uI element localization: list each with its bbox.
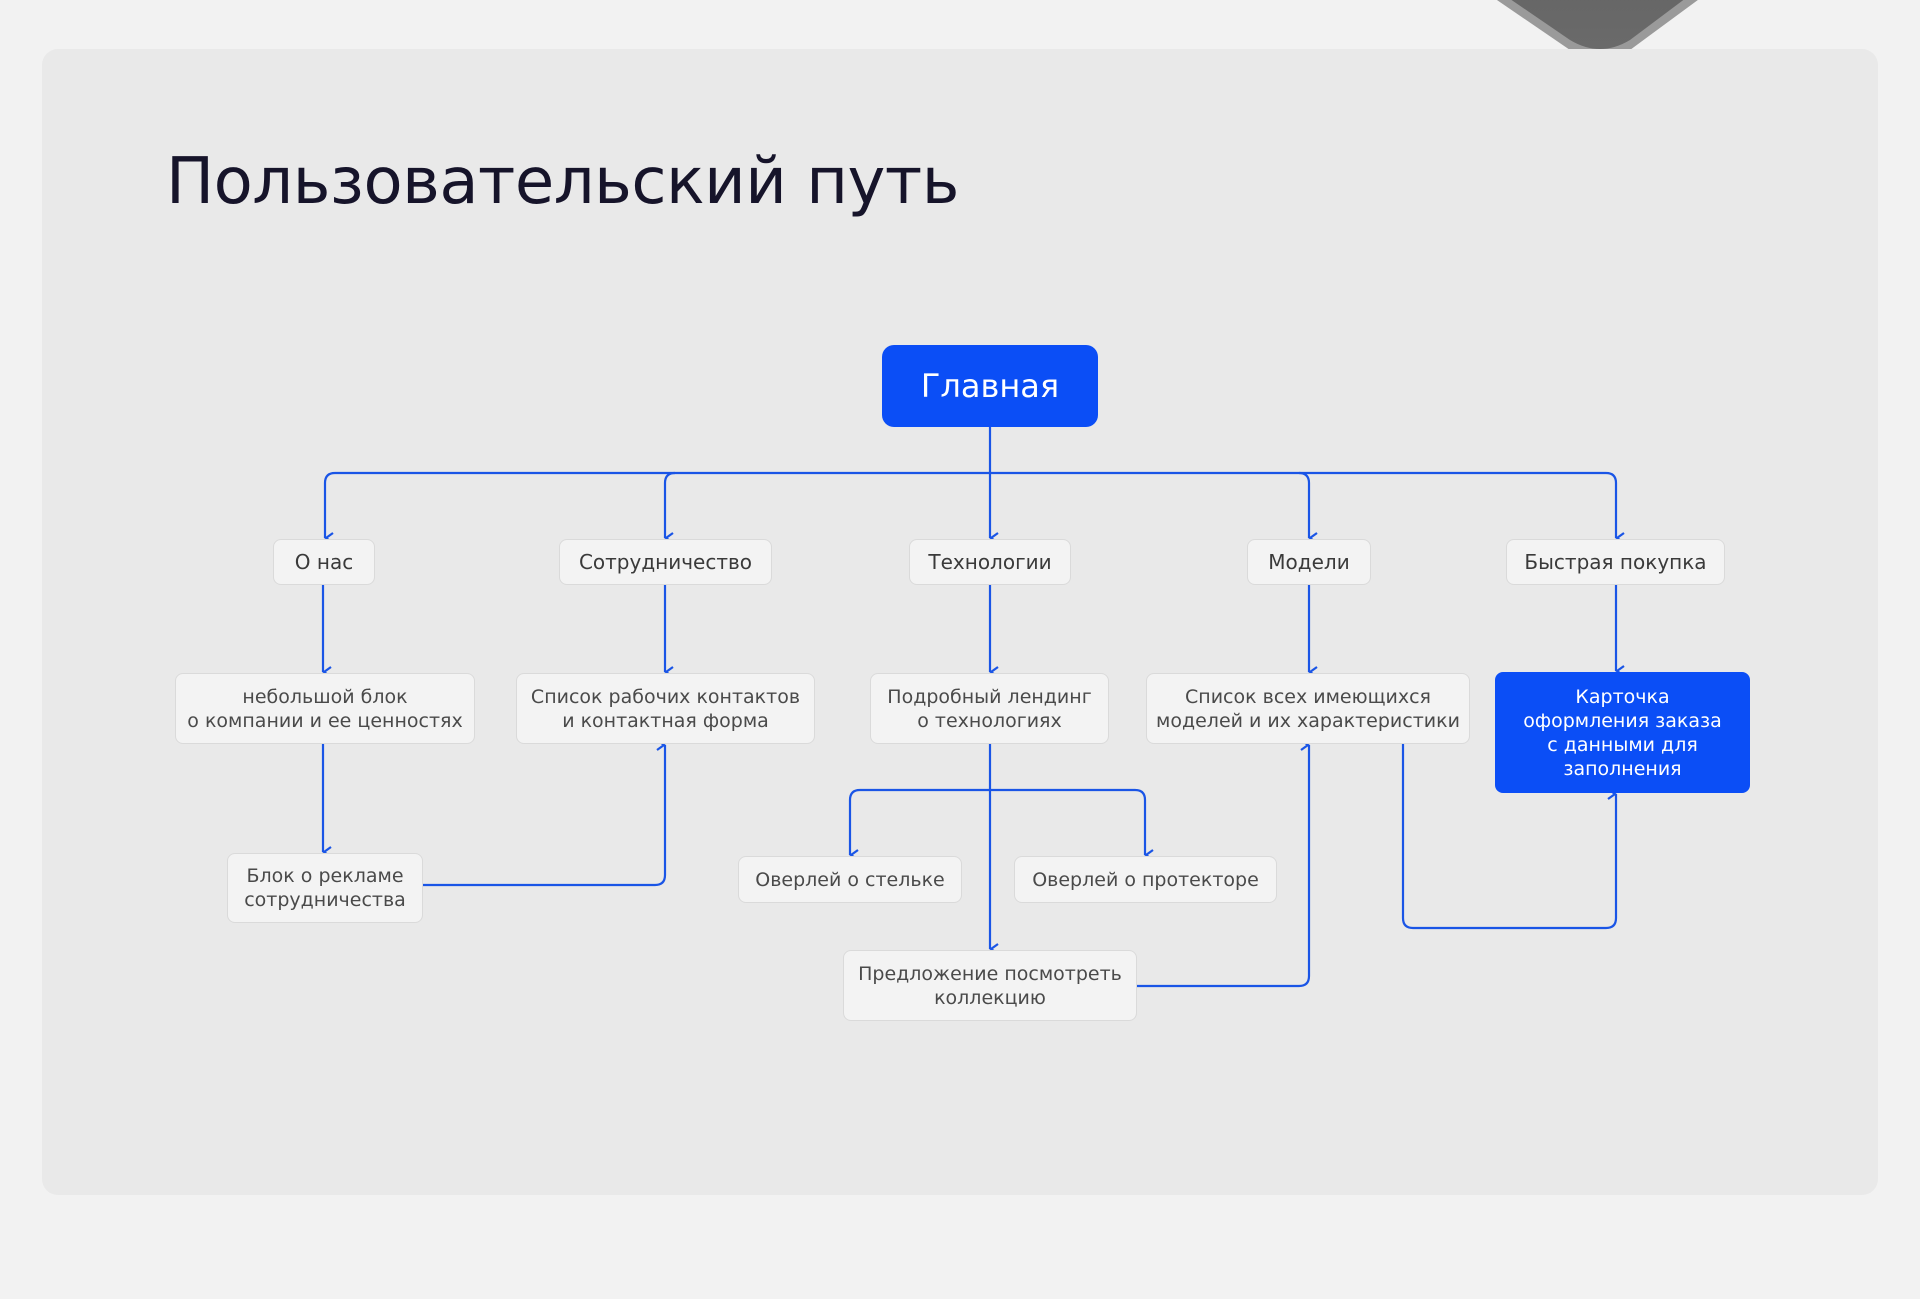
node-contacts-list[interactable]: Список рабочих контактов и контактная фо… [516, 673, 815, 744]
node-models-list[interactable]: Список всех имеющихся моделей и их харак… [1146, 673, 1470, 744]
node-about[interactable]: О нас [273, 539, 375, 585]
connector-models-checkout [1401, 744, 1618, 930]
node-about-block[interactable]: небольшой блок о компании и ее ценностях [175, 673, 475, 744]
node-home[interactable]: Главная [882, 345, 1098, 427]
node-partnership[interactable]: Сотрудничество [559, 539, 772, 585]
node-tech-landing[interactable]: Подробный лендинг о технологиях [870, 673, 1109, 744]
node-overlay-tread[interactable]: Оверлей о протекторе [1014, 856, 1277, 903]
connector-offer-models [1137, 739, 1311, 988]
node-quick-buy[interactable]: Быстрая покупка [1506, 539, 1725, 585]
node-technologies[interactable]: Технологии [909, 539, 1071, 585]
connector-root-left [323, 471, 990, 544]
node-collection-offer[interactable]: Предложение посмотреть коллекцию [843, 950, 1137, 1021]
connector-ad-partnership [423, 739, 667, 887]
device-corner-decoration [1496, 0, 1698, 60]
connector-tech-insole [848, 788, 990, 861]
connector-root-models [1298, 471, 1318, 544]
node-ad-block[interactable]: Блок о рекламе сотрудничества [227, 853, 423, 923]
connector-root-right [990, 471, 1625, 544]
node-checkout-card[interactable]: Карточка оформления заказа с данными для… [1495, 672, 1750, 793]
connector-tech-tread [990, 788, 1154, 861]
node-models[interactable]: Модели [1247, 539, 1371, 585]
connector-root-partnership [663, 471, 676, 544]
page-title: Пользовательский путь [166, 145, 959, 219]
node-overlay-insole[interactable]: Оверлей о стельке [738, 856, 962, 903]
